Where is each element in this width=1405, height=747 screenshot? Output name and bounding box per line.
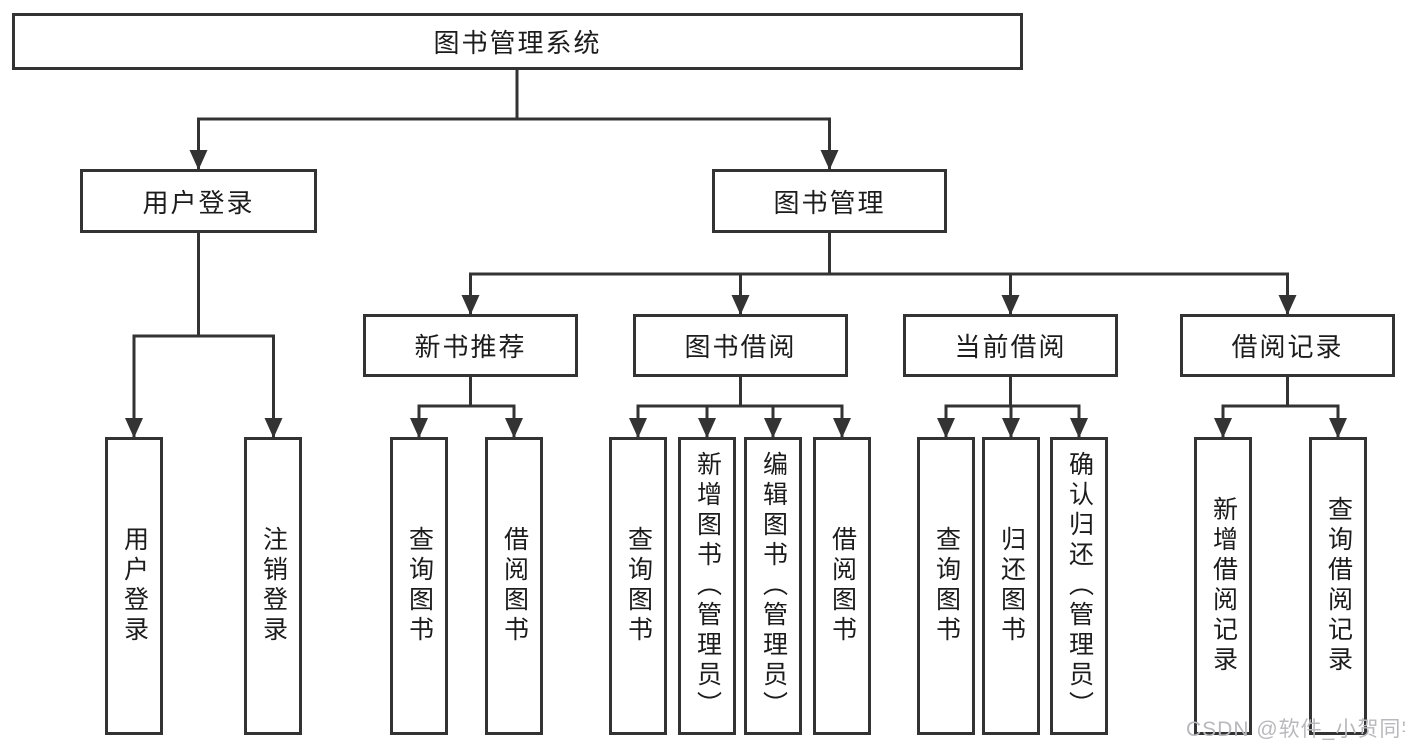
- node-book-management-label: 图书管理: [773, 187, 886, 218]
- leaf-recommend-query-books: 查询图书: [390, 437, 448, 735]
- leaf-edit-book-admin-label: 编辑图书（管理员）: [759, 451, 788, 721]
- node-current-borrow-label: 当前借阅: [954, 332, 1067, 362]
- leaf-current-query-books-label: 查询图书: [932, 526, 961, 646]
- leaf-return-book: 归还图书: [982, 437, 1040, 735]
- node-library-management-system: 图书管理系统: [12, 13, 1023, 70]
- leaf-recommend-query-books-label: 查询图书: [405, 526, 434, 646]
- leaf-borrow-query-books-label: 查询图书: [624, 526, 653, 646]
- leaf-add-book-admin: 新增图书（管理员）: [678, 437, 736, 735]
- leaf-confirm-return-admin-label: 确认归还（管理员）: [1065, 451, 1094, 721]
- node-borrow-records-label: 借阅记录: [1231, 332, 1344, 362]
- leaf-query-borrow-record-label: 查询借阅记录: [1324, 496, 1353, 676]
- node-book-borrow-label: 图书借阅: [684, 332, 797, 362]
- node-book-borrow: 图书借阅: [633, 314, 848, 377]
- leaf-borrow-query-books: 查询图书: [609, 437, 667, 735]
- leaf-edit-book-admin: 编辑图书（管理员）: [744, 437, 802, 735]
- leaf-borrow-borrow-books: 借阅图书: [813, 437, 871, 735]
- leaf-recommend-borrow-books-label: 借阅图书: [500, 526, 529, 646]
- leaf-logout-label: 注销登录: [259, 526, 288, 646]
- node-current-borrow: 当前借阅: [903, 314, 1118, 377]
- leaf-query-borrow-record: 查询借阅记录: [1309, 437, 1367, 735]
- leaf-current-query-books: 查询图书: [917, 437, 975, 735]
- csdn-watermark: CSDN @软件_小贺同学: [1186, 718, 1405, 741]
- leaf-return-book-label: 归还图书: [997, 526, 1026, 646]
- node-user-login-label: 用户登录: [142, 187, 255, 218]
- leaf-logout: 注销登录: [244, 437, 302, 735]
- node-borrow-records: 借阅记录: [1180, 314, 1395, 377]
- leaf-add-borrow-record: 新增借阅记录: [1194, 437, 1252, 735]
- leaf-add-book-admin-label: 新增图书（管理员）: [693, 451, 722, 721]
- leaf-user-login-label: 用户登录: [120, 526, 149, 646]
- leaf-recommend-borrow-books: 借阅图书: [485, 437, 543, 735]
- node-user-login: 用户登录: [80, 169, 317, 233]
- node-library-management-system-label: 图书管理系统: [433, 28, 602, 58]
- leaf-add-borrow-record-label: 新增借阅记录: [1209, 496, 1238, 676]
- leaf-borrow-borrow-books-label: 借阅图书: [828, 526, 857, 646]
- leaf-confirm-return-admin: 确认归还（管理员）: [1050, 437, 1108, 735]
- node-new-book-recommend-label: 新书推荐: [414, 332, 527, 362]
- leaf-user-login: 用户登录: [105, 437, 163, 735]
- node-book-management: 图书管理: [712, 169, 947, 233]
- node-new-book-recommend: 新书推荐: [363, 314, 578, 377]
